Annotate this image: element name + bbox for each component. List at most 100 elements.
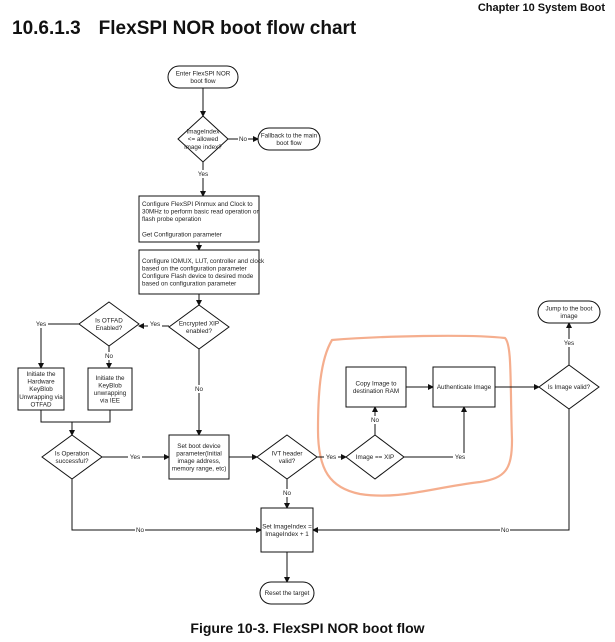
node-text-line: Copy Image to <box>356 380 397 387</box>
edge-label-bg <box>194 385 204 393</box>
edge-label-bg <box>324 453 338 461</box>
node-text-line: unwrapping <box>94 390 127 397</box>
decision-shape <box>41 434 103 480</box>
edge-label: No <box>501 527 510 534</box>
edge-label-bg <box>500 526 510 534</box>
edge-label: Yes <box>150 321 160 328</box>
edge-label-bg <box>135 526 145 534</box>
terminal-shape <box>259 581 315 605</box>
process-shape <box>17 367 65 411</box>
node-text-line: KeyBlob <box>98 382 122 389</box>
edge-label-bg <box>128 453 142 461</box>
edge-label-bg <box>370 416 380 424</box>
node-image-xip: Image == XIP <box>345 434 405 480</box>
decision-shape <box>168 304 230 350</box>
edge-label-bg <box>196 170 210 178</box>
node-text-line: Is Operation <box>55 450 90 457</box>
chapter-header: Chapter 10 System Boot <box>477 2 605 14</box>
node-image-valid: Is Image valid? <box>538 364 600 410</box>
node-text-line: enabled? <box>186 328 212 335</box>
node-text-line: OTFAD <box>31 401 52 408</box>
process-shape <box>87 367 133 411</box>
node-text-line: Configure Flash device to desired mode <box>142 273 254 280</box>
process-shape <box>260 507 314 553</box>
node-text-line: memory range, etc) <box>172 466 227 473</box>
figure-caption: Figure 10-3. FlexSPI NOR boot flow <box>190 620 425 636</box>
node-text-line: Jump to the boot <box>546 305 593 312</box>
decision-shape <box>345 434 405 480</box>
edge-label: Yes <box>198 171 208 178</box>
edge-label-bg <box>104 352 114 360</box>
node-configure-pinmux: Configure FlexSPI Pinmux and Clock to30M… <box>138 195 260 243</box>
node-increment-index: Set ImageIndex =ImageIndex + 1 <box>260 507 314 553</box>
node-text-line: Authenticate Image <box>437 384 492 391</box>
node-text-line: Set ImageIndex = <box>262 523 312 530</box>
section-number: 10.6.1.3 <box>12 18 81 39</box>
node-text-line: based on the configuration parameter <box>142 265 247 272</box>
terminal-shape <box>537 300 601 324</box>
edge-label-bg <box>562 339 576 347</box>
edge-label: Yes <box>564 340 574 347</box>
node-text-line: image index? <box>184 144 222 151</box>
terminal-shape <box>257 127 321 151</box>
decision-shape <box>177 115 229 163</box>
node-text-line: Unwrapping via <box>19 394 63 401</box>
edge-label: No <box>239 136 248 143</box>
node-text-line: IVT header <box>271 450 302 457</box>
decision-shape <box>256 434 318 480</box>
node-text-line: Is OTFAD <box>95 317 123 324</box>
node-text-line: Is Image valid? <box>548 384 591 391</box>
node-text-line: Enabled? <box>96 325 123 332</box>
edge-otfad-enabled-to-otfad-unwrap <box>38 323 79 369</box>
edge-label: No <box>371 417 380 424</box>
node-text-line: Set boot device <box>177 443 221 450</box>
edge-label: No <box>195 386 204 393</box>
edge-image-xip-to-authenticate-image <box>404 406 467 458</box>
edge-iee-unwrap-to-operation-success <box>72 410 111 423</box>
node-text-line: image address, <box>177 458 220 465</box>
edge-label: Yes <box>455 454 465 461</box>
edge-label: No <box>283 490 292 497</box>
node-text-line: <= allowed <box>188 136 219 143</box>
node-text-line: Enter FlexSPI NOR <box>176 70 231 77</box>
annotation-circle <box>316 334 514 497</box>
node-text-line: Configure IOMUX, LUT, controller and clo… <box>142 258 265 265</box>
edge-label-bg <box>282 489 292 497</box>
decision-shape <box>78 301 140 347</box>
edge-image-valid-to-increment-index <box>312 409 570 533</box>
edge-label: Yes <box>326 454 336 461</box>
edge-label-bg <box>238 135 248 143</box>
node-text-line: boot flow <box>190 78 216 85</box>
edge-label-bg <box>453 453 467 461</box>
node-text-line: Hardware <box>27 379 55 386</box>
node-authenticate-image: Authenticate Image <box>432 366 496 408</box>
node-text-line: KeyBlob <box>29 386 53 393</box>
node-text-line: 30MHz to perform basic read operation or <box>142 209 259 216</box>
node-text-line: based on configuration parameter <box>142 281 236 288</box>
node-text-line: Image == XIP <box>356 454 395 461</box>
edge-otfad-unwrap-to-operation-success <box>40 410 75 436</box>
edge-label: Yes <box>130 454 140 461</box>
node-text-line: boot flow <box>276 140 302 147</box>
node-text-line: Initiate the <box>26 371 56 378</box>
node-text-line: via IEE <box>100 398 120 405</box>
node-configure-iomux: Configure IOMUX, LUT, controller and clo… <box>138 249 265 295</box>
node-reset-target: Reset the target <box>259 581 315 605</box>
process-shape <box>432 366 496 408</box>
node-text-line: ImageIndex <box>187 129 221 136</box>
node-text-line: Get Configuration parameter <box>142 231 222 238</box>
edge-label-bg <box>34 320 48 328</box>
terminal-shape <box>167 65 239 89</box>
edge-label: No <box>136 527 145 534</box>
